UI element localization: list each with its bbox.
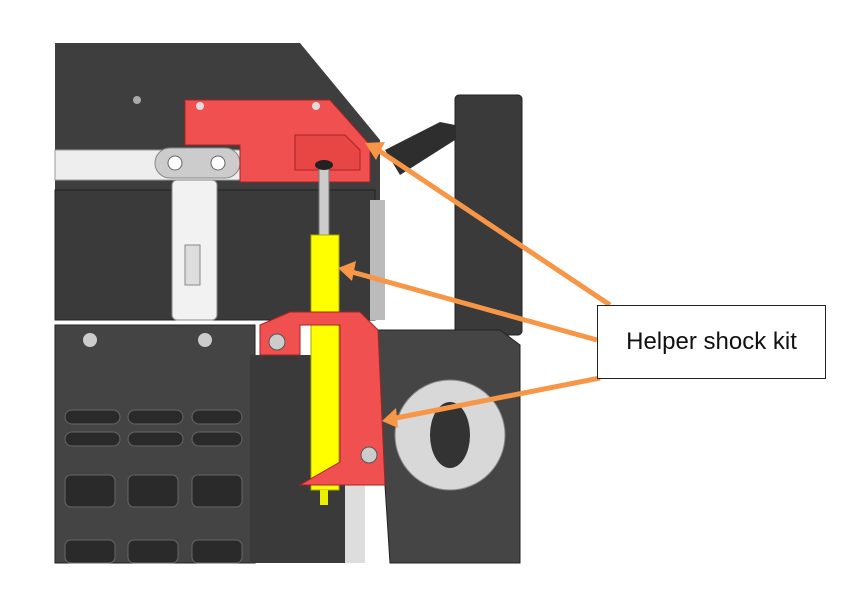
disc-plate (394, 379, 506, 491)
lower-bracket (259, 311, 386, 486)
helper-shock (310, 160, 340, 505)
callout-label-box: Helper shock kit (597, 305, 826, 379)
callout-label: Helper shock kit (626, 328, 797, 355)
latch-rail (54, 147, 246, 321)
callout-arrows (338, 142, 612, 428)
